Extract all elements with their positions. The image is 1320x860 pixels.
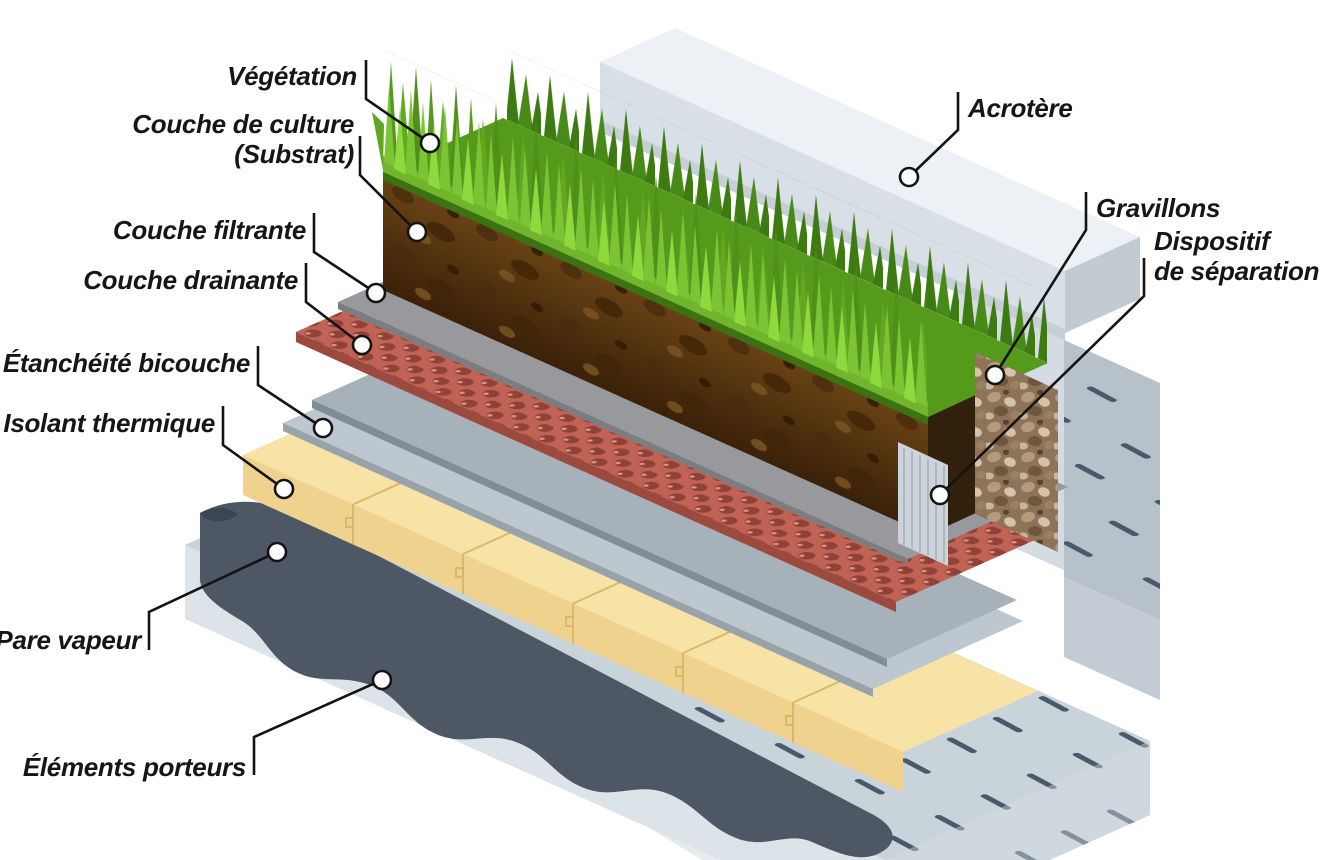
- leader-gravillons: [984, 192, 1088, 386]
- wall-rebar-hatch: [1064, 340, 1160, 620]
- gravel-stones: [975, 352, 1058, 552]
- leader-drainante: [304, 263, 373, 356]
- leader-lines: [147, 60, 1146, 775]
- waterproof-lower-edge: [283, 423, 873, 697]
- wall-lower-face: [1064, 577, 1160, 700]
- substrate-front-face: [383, 50, 928, 535]
- leader-acrotere: [898, 92, 960, 188]
- substrate-and-vegetation: [372, 49, 1048, 535]
- leader-dispositif: [929, 258, 1146, 506]
- separation-device: [898, 442, 948, 566]
- leader-filtrante: [312, 213, 387, 304]
- grass-back-row: [507, 49, 1047, 363]
- leader-etancheite: [256, 346, 334, 439]
- vapor-barrier-curl: [200, 507, 238, 522]
- leader-vegetation: [364, 60, 441, 154]
- gravel-strip: [975, 352, 1058, 552]
- waterproof-upper-edge: [312, 400, 887, 667]
- separation-panel-ribs: [903, 448, 945, 563]
- vapor-barrier-shape: [199, 501, 893, 858]
- slab-end-hatch: [885, 741, 1150, 860]
- acrotere-top-face: [600, 28, 1140, 271]
- drainage-front-edge: [296, 332, 896, 612]
- leader-porteurs: [252, 669, 393, 775]
- leader-isolant: [221, 406, 295, 500]
- vapor-barrier-sheet: [199, 501, 893, 858]
- leader-pare-vapeur: [147, 541, 288, 650]
- insulation-board-seams: [345, 476, 854, 743]
- leader-substrat: [358, 136, 428, 243]
- grass-front-row: [383, 74, 928, 417]
- acrotere-end-face: [1065, 237, 1140, 333]
- filter-front-edge: [338, 302, 908, 565]
- grass-stray-blade: [372, 112, 384, 170]
